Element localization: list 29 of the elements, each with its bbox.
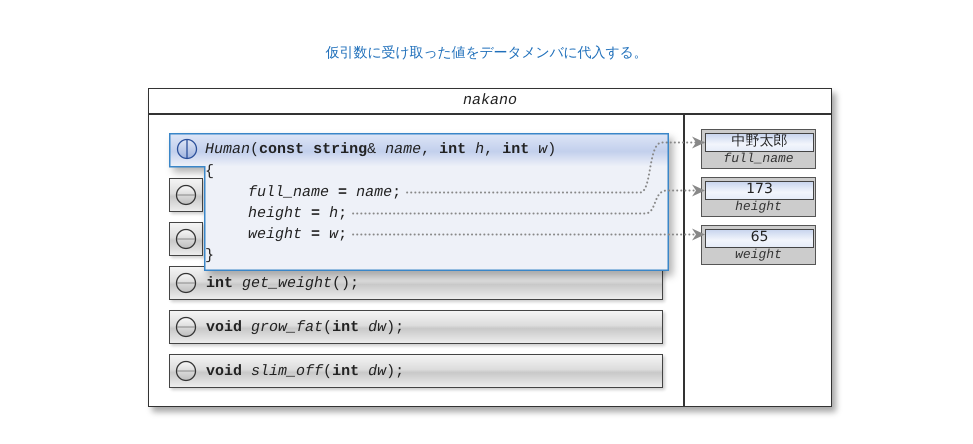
method-signature: Human(const string& name, int h, int w) [205,140,556,160]
method-row [169,178,203,212]
method-signature: void slim_off(int dw); [206,362,404,382]
value-field: 65 [705,229,814,248]
object-box [148,88,832,407]
member-box [701,129,816,169]
method-row [169,310,663,344]
method-row [169,354,663,388]
member-name: full_name [722,151,795,167]
code-line: full_name = name; [248,182,408,203]
arrow [352,184,706,214]
constructor-popup [169,133,669,271]
object-name: nakano [462,92,518,109]
member-name: height [734,199,783,215]
diagram-title: 仮引数に受け取った値をデータメンバに代入する。 [324,44,648,62]
method-signature: int get_weight(); [206,274,360,294]
code-line: weight = w; [248,224,354,245]
method-signature: void grow_fat(int dw); [206,318,404,338]
arrow [352,228,706,240]
code-brace: } [205,246,214,266]
arrow [406,136,706,194]
method-row [169,222,203,256]
code-brace: { [205,162,214,182]
value-field: 中野太郎 [705,133,814,152]
member-box [701,225,816,265]
code-line: height = h; [248,203,354,224]
member-box [701,177,816,217]
value-field: 173 [705,181,814,200]
member-name: weight [734,247,783,263]
